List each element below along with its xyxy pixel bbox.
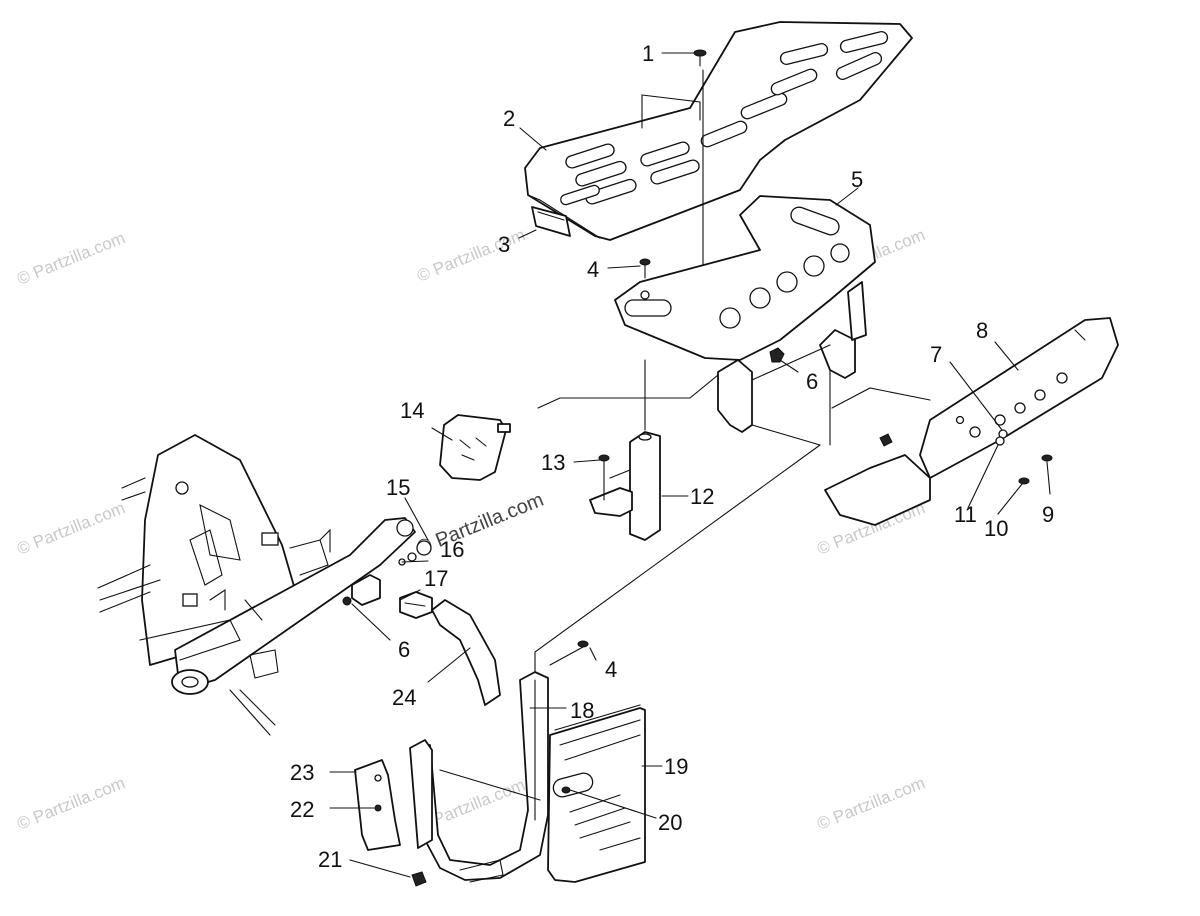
nut-6-lower bbox=[342, 596, 352, 606]
callout-8: 8 bbox=[976, 318, 988, 343]
callout-23: 23 bbox=[290, 760, 314, 785]
callout-11: 11 bbox=[954, 502, 977, 527]
callout-2: 2 bbox=[503, 106, 515, 131]
watermark-center: © Partzilla.com bbox=[414, 489, 547, 560]
callout-17: 17 bbox=[424, 566, 448, 591]
rack-slots bbox=[560, 30, 889, 206]
taillight-part bbox=[439, 414, 511, 481]
mud-flap-part bbox=[547, 704, 646, 883]
bolt-1 bbox=[693, 49, 707, 67]
callout-labels: 1 2 3 4 5 6 7 8 9 10 11 12 13 14 15 16 1… bbox=[290, 41, 1054, 872]
hitch-block-17 bbox=[399, 591, 433, 619]
mudflap-bracket-part bbox=[409, 671, 549, 883]
callout-14: 14 bbox=[400, 398, 424, 423]
callout-13: 13 bbox=[541, 450, 565, 475]
bolt-22 bbox=[374, 804, 382, 812]
callout-10: 10 bbox=[984, 516, 1008, 541]
watermark: © Partzilla.com bbox=[814, 773, 927, 834]
bolt-4-lower bbox=[549, 640, 589, 666]
callout-1: 1 bbox=[642, 41, 654, 66]
watermark: © Partzilla.com bbox=[14, 498, 127, 559]
bolt-4-upper bbox=[639, 258, 651, 279]
leader-lines bbox=[329, 52, 1051, 878]
callout-24: 24 bbox=[392, 685, 416, 710]
vehicle-frame-part bbox=[97, 434, 416, 736]
callout-7: 7 bbox=[930, 342, 942, 367]
bolt-9 bbox=[1041, 454, 1053, 462]
callout-6: 6 bbox=[806, 369, 818, 394]
nut-6-upper bbox=[769, 347, 785, 363]
callout-12: 12 bbox=[690, 484, 714, 509]
washer-11 bbox=[995, 436, 1005, 446]
callout-5: 5 bbox=[851, 167, 863, 192]
callout-9: 9 bbox=[1042, 502, 1054, 527]
callout-18: 18 bbox=[570, 698, 594, 723]
callout-21: 21 bbox=[318, 847, 342, 872]
callout-20: 20 bbox=[658, 810, 682, 835]
bolt-20 bbox=[561, 786, 571, 794]
callout-6b: 6 bbox=[398, 637, 410, 662]
hitch-tube-part bbox=[431, 599, 501, 706]
callout-15: 15 bbox=[386, 475, 410, 500]
bolt-10 bbox=[1018, 477, 1030, 485]
watermark: © Partzilla.com bbox=[14, 773, 127, 834]
hitch-pin-15-16 bbox=[351, 540, 432, 606]
reflector-part bbox=[531, 206, 571, 237]
hitch-bracket-part bbox=[589, 431, 661, 541]
callout-22: 22 bbox=[290, 797, 314, 822]
callout-19: 19 bbox=[664, 754, 688, 779]
nut-21 bbox=[411, 871, 427, 887]
watermark: © Partzilla.com bbox=[414, 225, 527, 286]
callout-4b: 4 bbox=[605, 657, 617, 682]
watermark: © Partzilla.com bbox=[14, 228, 127, 289]
callout-3: 3 bbox=[498, 232, 510, 257]
rack-bracket-part bbox=[614, 195, 876, 446]
rear-bumper-part bbox=[824, 317, 1119, 526]
rear-rack-part bbox=[524, 21, 913, 241]
callout-16: 16 bbox=[440, 537, 464, 562]
bolt-13 bbox=[598, 454, 610, 501]
callout-4: 4 bbox=[587, 257, 599, 282]
